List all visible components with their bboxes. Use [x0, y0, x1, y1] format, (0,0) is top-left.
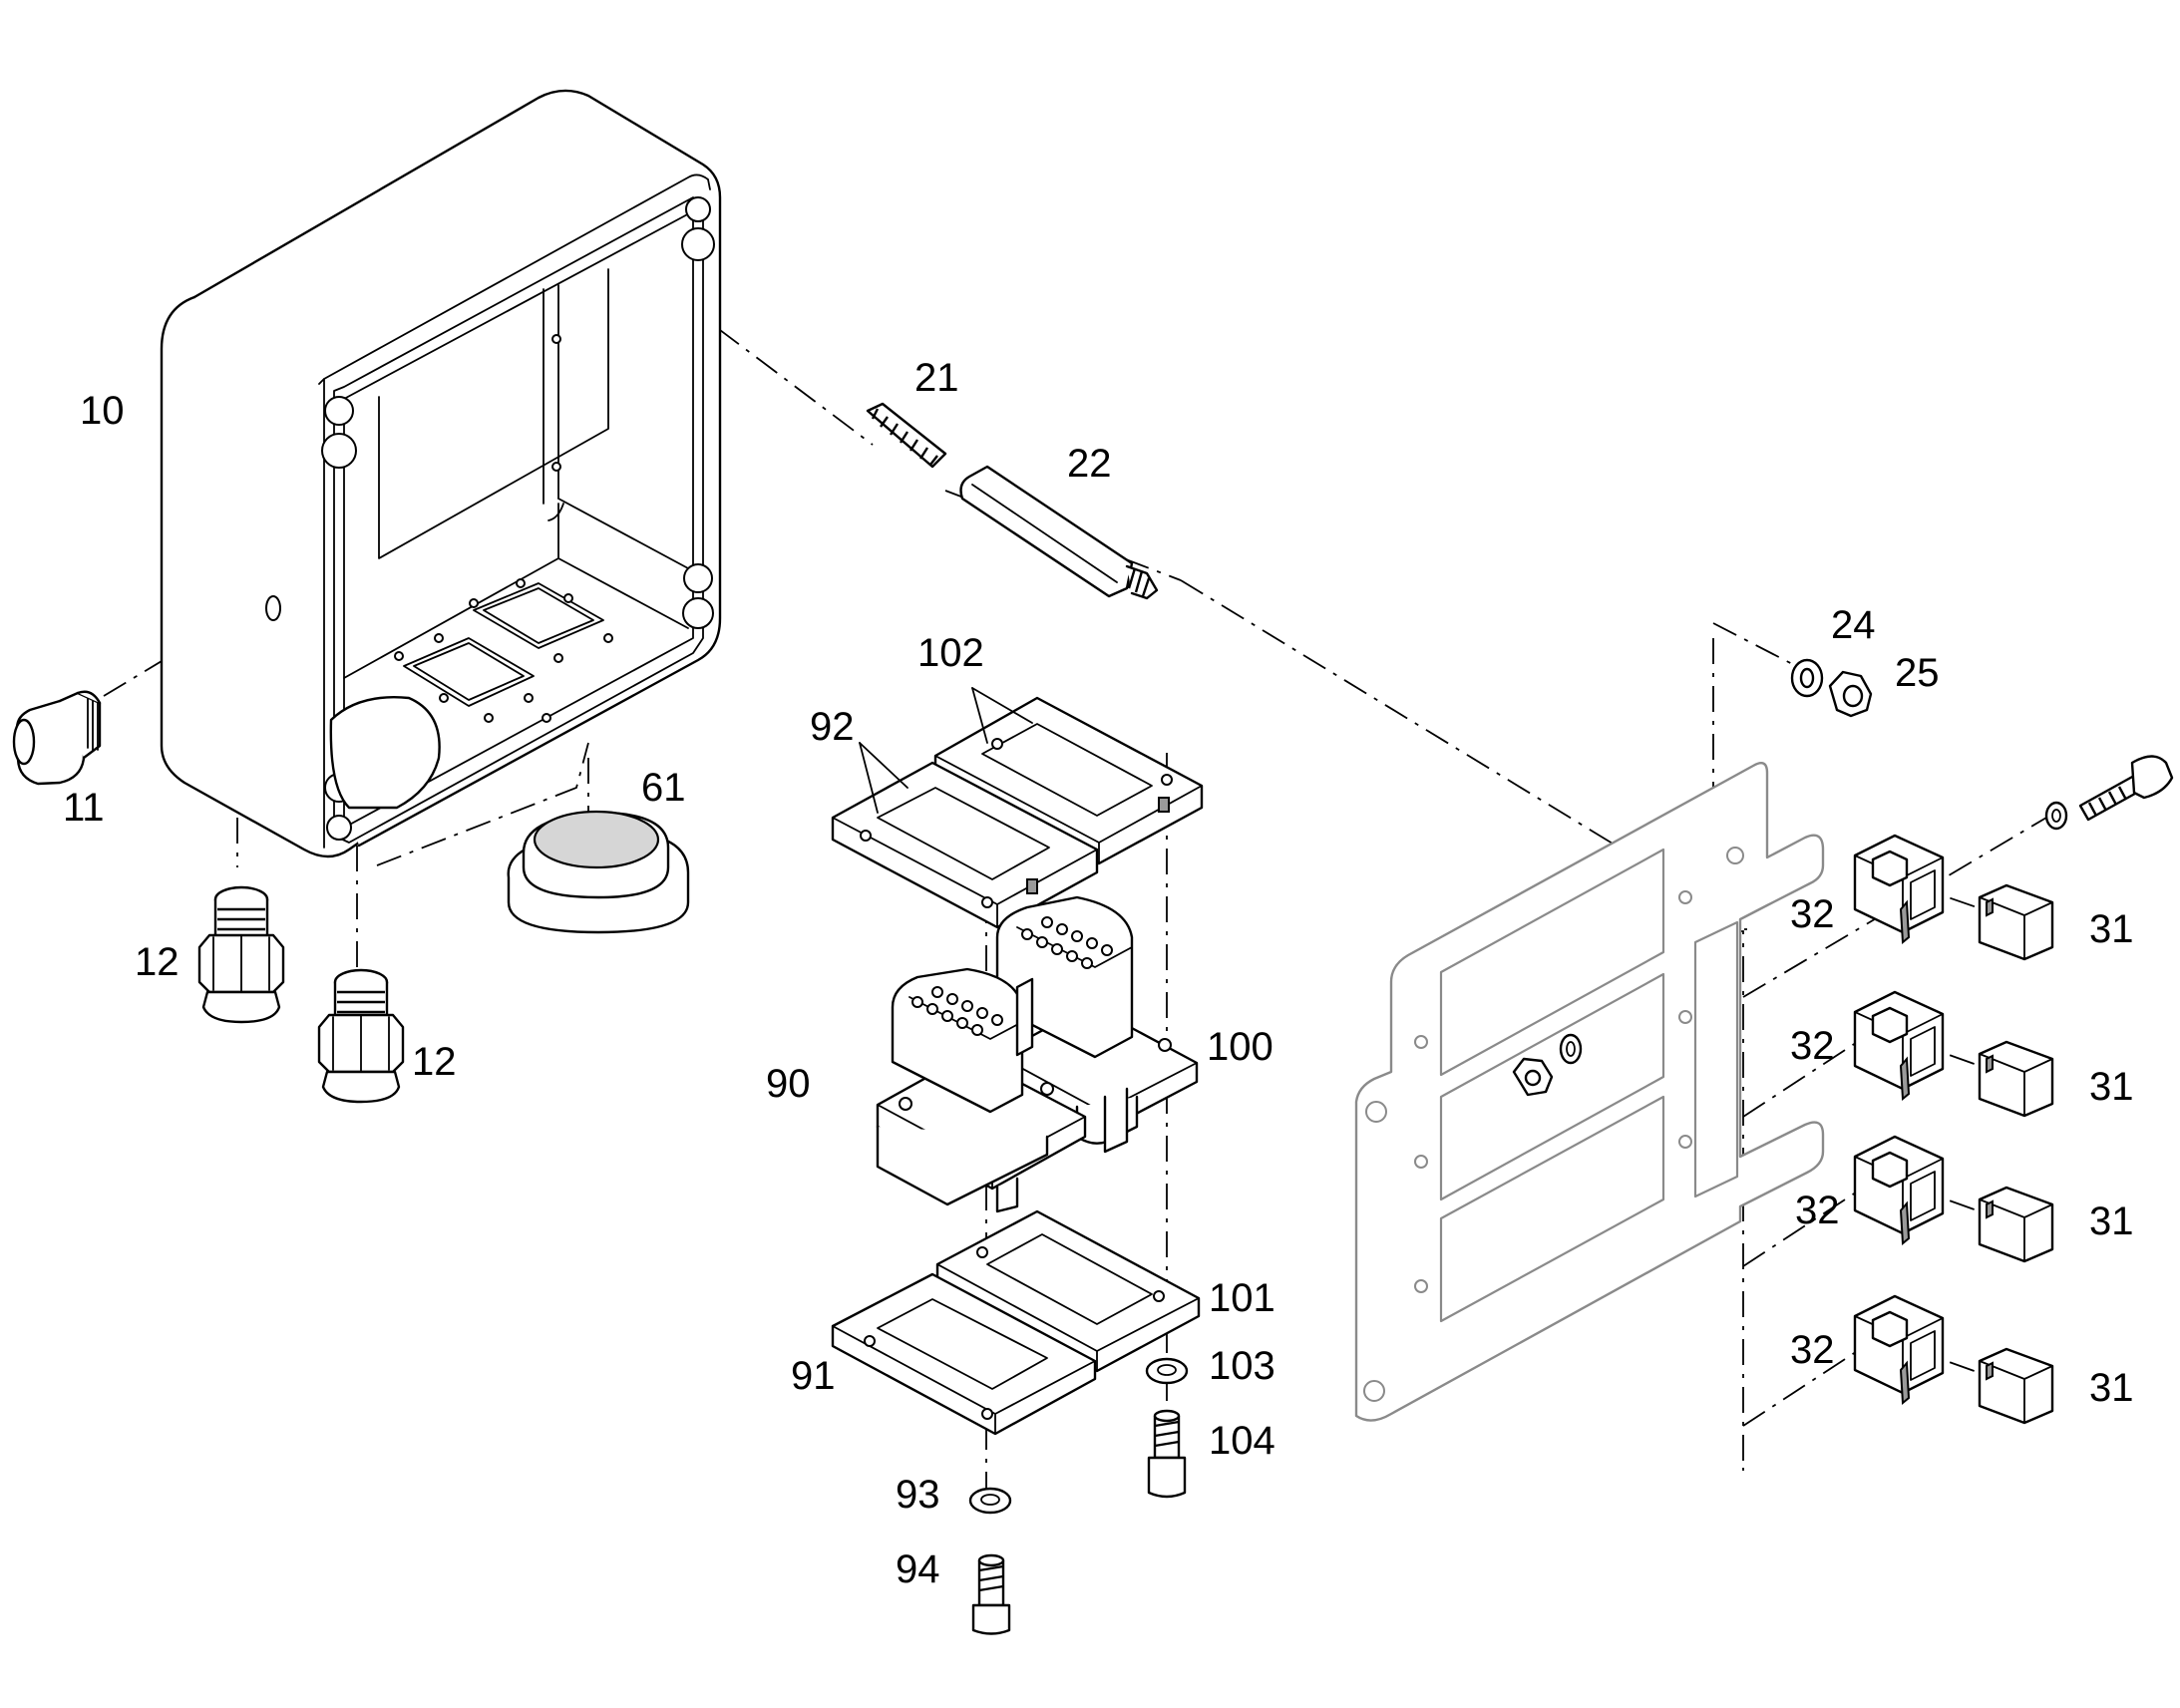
threaded-stud: [866, 402, 947, 469]
label-94: 94: [896, 1547, 940, 1591]
relay-3: [1978, 1186, 2054, 1263]
nut-25: [1828, 670, 1873, 718]
grommet: [507, 810, 690, 934]
label-24: 24: [1831, 603, 1876, 647]
label-11: 11: [63, 786, 105, 830]
connector-90: [876, 967, 1087, 1213]
label-93: 93: [896, 1473, 940, 1517]
part-labels: 10 11 12 12 21 22 24 25 31 31 31 31 32 3…: [63, 356, 2134, 1591]
mounting-screw-top: [2044, 755, 2174, 831]
enclosure-box: [160, 89, 722, 858]
hex-spacer: [959, 465, 1159, 600]
washer-103: [1145, 1357, 1189, 1385]
label-101: 101: [1209, 1276, 1275, 1320]
lower-gasket-91: [831, 1272, 1097, 1436]
cable-gland-right: [317, 968, 405, 1104]
label-21: 21: [914, 356, 959, 400]
relay-socket-1: [1853, 834, 1945, 945]
label-31-4: 31: [2089, 1366, 2134, 1410]
lower-screw-94: [971, 1553, 1011, 1635]
label-12-left: 12: [135, 940, 180, 984]
relay-socket-3: [1853, 1135, 1945, 1246]
label-61: 61: [641, 766, 686, 810]
label-92: 92: [810, 705, 855, 749]
label-32-2: 32: [1790, 1024, 1835, 1068]
relay-1: [1978, 883, 2054, 961]
label-90: 90: [766, 1062, 811, 1106]
label-31-1: 31: [2089, 907, 2134, 951]
label-102: 102: [917, 631, 984, 675]
leader-lines: [859, 687, 1033, 814]
label-91: 91: [791, 1354, 836, 1398]
washer-24: [1790, 658, 1824, 698]
label-25: 25: [1895, 651, 1940, 695]
label-12-right: 12: [412, 1040, 457, 1084]
lower-washer-93: [968, 1487, 1012, 1515]
label-103: 103: [1209, 1344, 1275, 1388]
relay-4: [1978, 1347, 2054, 1425]
upper-gasket-92: [831, 761, 1099, 929]
relay-2: [1978, 1040, 2054, 1118]
label-104: 104: [1209, 1419, 1275, 1463]
label-22: 22: [1067, 442, 1112, 486]
label-32-4: 32: [1790, 1328, 1835, 1372]
relay-socket-4: [1853, 1294, 1945, 1406]
relay-socket-2: [1853, 990, 1945, 1102]
screw-104: [1147, 1409, 1187, 1499]
label-31-3: 31: [2089, 1199, 2134, 1243]
label-32-3: 32: [1795, 1189, 1840, 1232]
cable-gland-left: [197, 885, 285, 1024]
label-32-1: 32: [1790, 892, 1835, 936]
mounting-plate: [1354, 762, 1825, 1422]
label-10: 10: [80, 389, 125, 433]
label-31-2: 31: [2089, 1065, 2134, 1109]
label-100: 100: [1207, 1025, 1273, 1069]
drain-plug: [12, 690, 102, 786]
